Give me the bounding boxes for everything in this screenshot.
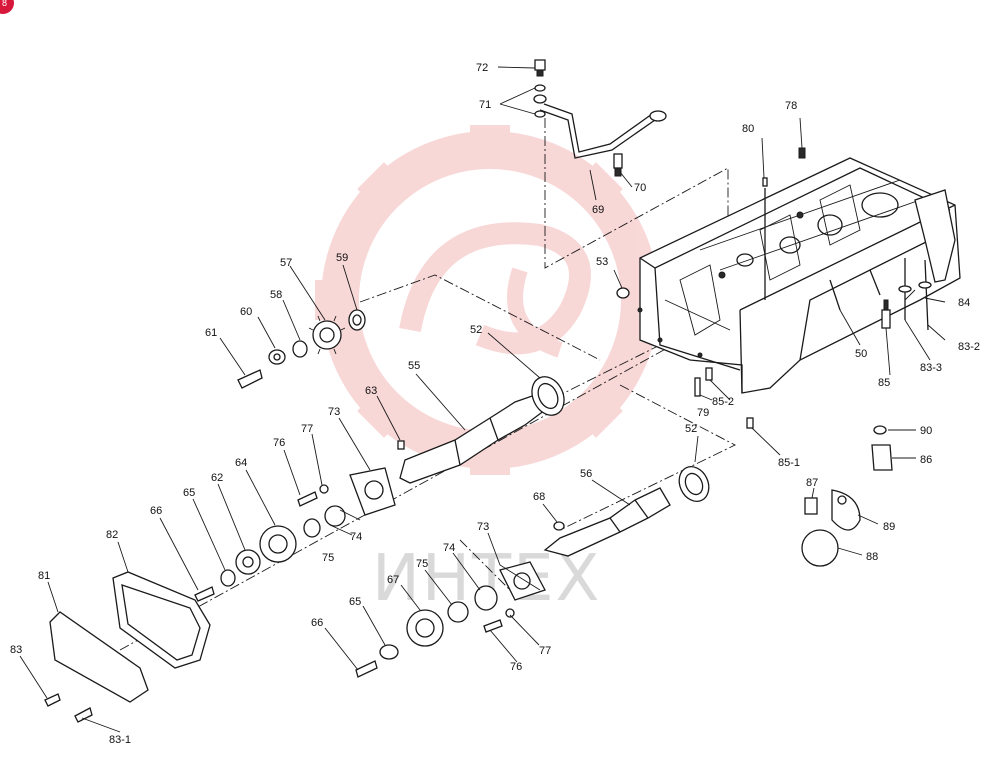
callout-59: 59 <box>336 252 348 264</box>
callout-65-upper: 65 <box>183 487 195 499</box>
callout-70: 70 <box>634 182 646 194</box>
callout-84: 84 <box>958 297 970 309</box>
upper-shaft-assembly <box>237 309 565 484</box>
callout-53: 53 <box>596 256 608 268</box>
callout-73-upper: 73 <box>328 406 340 418</box>
callout-82: 82 <box>106 529 118 541</box>
callout-labels: 72 71 69 70 80 78 53 84 83-2 83-3 85 50 … <box>10 62 980 746</box>
center-lines <box>119 118 737 651</box>
callout-72: 72 <box>476 62 488 74</box>
transmission-housing <box>637 157 961 394</box>
oil-pipe-assembly <box>533 59 667 177</box>
cover-plates <box>44 571 211 723</box>
callout-88: 88 <box>866 551 878 563</box>
callout-67: 67 <box>387 574 399 586</box>
leader-lines <box>19 66 946 733</box>
callout-80: 80 <box>742 123 754 135</box>
callout-52-upper: 52 <box>470 324 482 336</box>
callout-81: 81 <box>38 570 50 582</box>
callout-60: 60 <box>240 306 252 318</box>
callout-75-upper: 75 <box>322 552 334 564</box>
callout-77-upper: 77 <box>301 423 313 435</box>
callout-89: 89 <box>883 521 895 533</box>
callout-57: 57 <box>280 257 292 269</box>
callout-68: 68 <box>533 491 545 503</box>
callout-83-1: 83-1 <box>109 734 131 746</box>
callout-85-1: 85-1 <box>778 457 800 469</box>
callout-71: 71 <box>479 99 491 111</box>
callout-83-3: 83-3 <box>920 362 942 374</box>
callout-85-2: 85-2 <box>712 396 734 408</box>
callout-76-upper: 76 <box>273 437 285 449</box>
callout-79: 79 <box>697 407 709 419</box>
callout-83: 83 <box>10 644 22 656</box>
corner-badge: 8 <box>0 0 14 14</box>
callout-64: 64 <box>235 457 247 469</box>
lower-shaft-assembly <box>543 465 710 557</box>
callout-56: 56 <box>580 468 592 480</box>
callout-63: 63 <box>365 385 377 397</box>
callout-65-lower: 65 <box>349 596 361 608</box>
housing-small-parts <box>616 147 932 429</box>
callout-87: 87 <box>806 477 818 489</box>
callout-90: 90 <box>920 425 932 437</box>
gear-cluster <box>194 467 546 678</box>
callout-66-lower: 66 <box>311 617 323 629</box>
callout-61: 61 <box>205 327 217 339</box>
callout-69: 69 <box>592 204 604 216</box>
callout-52-lower: 52 <box>685 423 697 435</box>
loose-parts-right <box>801 425 893 567</box>
callout-74-upper: 74 <box>350 531 362 543</box>
callout-77-lower: 77 <box>539 645 551 657</box>
callout-86: 86 <box>920 454 932 466</box>
callout-74-lower: 74 <box>443 542 455 554</box>
callout-62: 62 <box>211 472 223 484</box>
callout-73-lower: 73 <box>477 521 489 533</box>
callout-50: 50 <box>855 348 867 360</box>
callout-58: 58 <box>270 289 282 301</box>
callout-66-upper: 66 <box>150 505 162 517</box>
callout-83-2: 83-2 <box>958 341 980 353</box>
callout-78: 78 <box>785 100 797 112</box>
callout-85: 85 <box>878 377 890 389</box>
callout-75-lower: 75 <box>416 558 428 570</box>
callout-76-lower: 76 <box>510 661 522 673</box>
callout-55: 55 <box>408 360 420 372</box>
